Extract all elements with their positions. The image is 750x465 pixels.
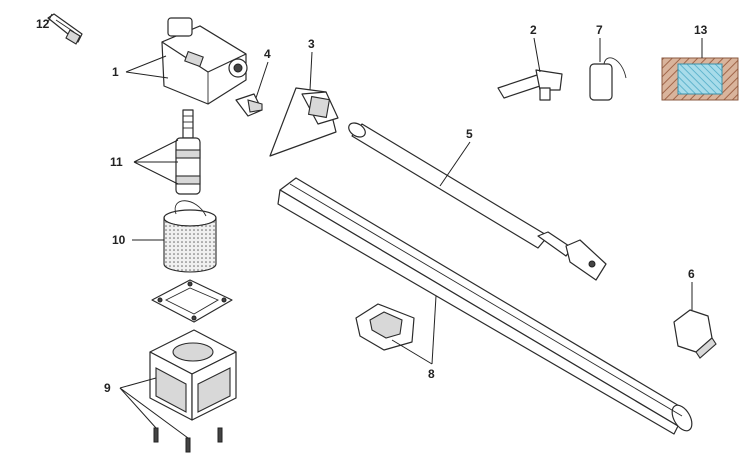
- part-9-motor-block: [149, 329, 237, 421]
- leader-12: [47, 13, 53, 23]
- leader-8a: [391, 339, 433, 365]
- part-12-connector: [47, 13, 83, 45]
- part-10-coil: [163, 200, 217, 273]
- callout-2: 2: [530, 23, 537, 37]
- leader-4: [255, 61, 269, 99]
- leader-2: [533, 37, 541, 73]
- part-7-capacitor: [589, 57, 627, 101]
- leader-1b: [125, 71, 169, 79]
- screws: [153, 427, 223, 453]
- callout-8: 8: [428, 367, 435, 381]
- leader-3: [309, 51, 313, 91]
- part-11-threaded-shaft: [175, 109, 201, 195]
- leader-8b: [431, 295, 437, 365]
- leader-11c: [133, 161, 179, 185]
- part-8-ring: [355, 303, 415, 351]
- callout-4: 4: [264, 47, 271, 61]
- gasket-plate: [151, 279, 233, 323]
- leader-5: [439, 141, 471, 187]
- callout-1: 1: [112, 65, 119, 79]
- leader-9c: [119, 387, 189, 439]
- part-13-swatch: [661, 57, 739, 101]
- leader-9b: [119, 387, 157, 429]
- leader-11a: [133, 139, 179, 163]
- leader-1a: [125, 55, 167, 73]
- callout-7: 7: [596, 23, 603, 37]
- leader-9a: [119, 377, 157, 389]
- callout-9: 9: [104, 381, 111, 395]
- part-8-cover-tube: [277, 177, 693, 435]
- part-1-motor-housing: [161, 17, 248, 105]
- part-2-lever: [497, 69, 563, 101]
- callout-3: 3: [308, 37, 315, 51]
- callout-5: 5: [466, 127, 473, 141]
- part-5-piston: [348, 122, 607, 281]
- callout-10: 10: [112, 233, 126, 247]
- callout-13: 13: [694, 23, 708, 37]
- part-4-bracket: [235, 93, 263, 117]
- callout-6: 6: [688, 267, 695, 281]
- part-3-end-cap: [269, 87, 339, 157]
- callout-11: 11: [110, 155, 123, 169]
- callout-12: 12: [36, 17, 50, 31]
- part-6-end-plug: [673, 309, 717, 359]
